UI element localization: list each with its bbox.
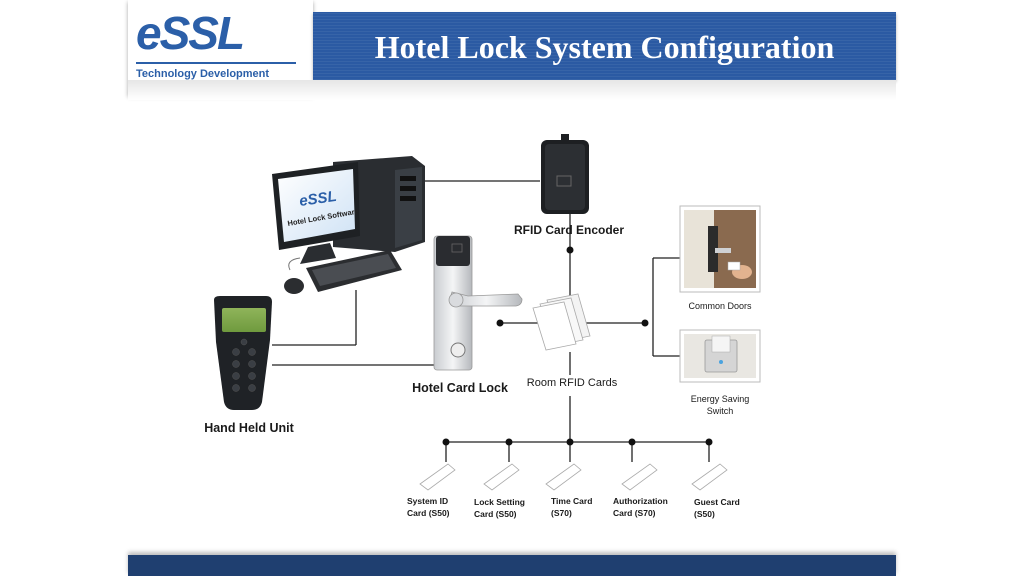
card-label-system-id-2: Card (S50) [407,508,450,518]
card-guest [691,463,728,491]
label-room-rfid-cards: Room RFID Cards [527,377,618,389]
card-label-time-2: (S70) [551,508,572,518]
card-label-time-1: Time Card [551,496,592,506]
card-label-guest-2: (S50) [694,509,715,519]
slide-title: Hotel Lock System Configuration [374,29,835,65]
card-label-guest-1: Guest Card [694,497,740,507]
label-hand-held-unit: Hand Held Unit [204,421,294,435]
label-common-doors: Common Doors [688,301,752,311]
room-rfid-cards-icon [532,293,591,351]
card-time [545,463,582,491]
common-doors-photo [679,205,761,293]
card-authorization [621,463,658,491]
card-label-lock-setting-1: Lock Setting [474,497,525,507]
hotel-card-lock-icon [433,235,523,371]
card-label-lock-setting-2: Card (S50) [474,509,517,519]
hand-held-unit-icon [214,296,272,410]
rfid-encoder-icon [541,134,589,214]
title-banner: Hotel Lock System Configuration [313,12,896,80]
card-label-authorization-1: Authorization [613,496,668,506]
card-label-authorization-2: Card (S70) [613,508,656,518]
card-lock-setting [483,463,520,491]
energy-saving-switch-photo [679,329,761,383]
title-shadow [128,80,896,100]
label-hotel-card-lock: Hotel Card Lock [412,381,508,395]
label-energy-saving: Energy Saving [691,394,750,404]
label-rfid-encoder: RFID Card Encoder [514,223,624,237]
card-label-system-id-1: System ID [407,496,448,506]
logo-wordmark: eSSL [136,7,245,59]
label-energy-switch: Switch [707,406,734,416]
computer-icon: eSSL Hotel Lock Software [272,156,425,294]
footer-bar [128,555,896,576]
logo-underline [136,62,296,64]
junction-dots [442,246,713,446]
monitor-logo: eSSL [298,188,338,210]
company-logo: eSSL Technology Development Company [128,0,313,95]
card-system-id [419,463,456,491]
